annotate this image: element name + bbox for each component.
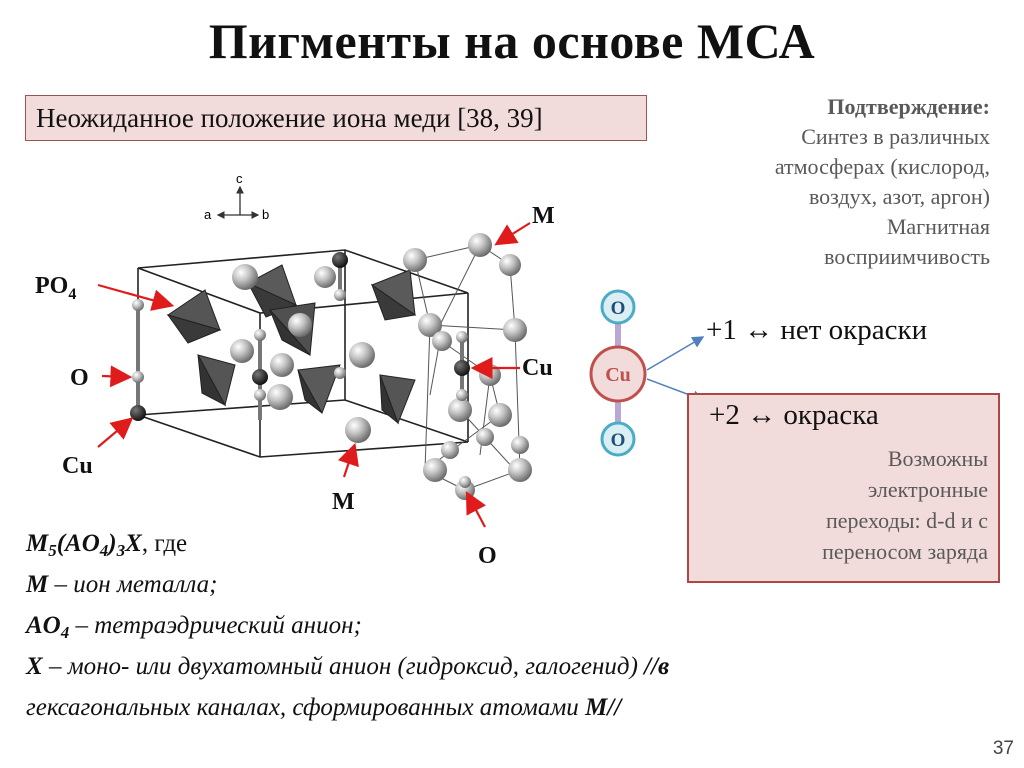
- confirmation-line: Магнитная: [886, 214, 990, 239]
- copper-atoms: [130, 252, 470, 421]
- o-label-left: O: [70, 365, 89, 391]
- cu-label-right: Cu: [522, 355, 553, 381]
- oxygen-top-atom: [600, 289, 636, 325]
- axis-b-label: b: [262, 207, 269, 222]
- formula-line-ao4: AO4 – тетраэдрический анион;: [26, 612, 362, 642]
- o-label-bottom: O: [478, 543, 497, 569]
- confirmation-block: Подтверждение: Синтез в различных атмосф…: [700, 92, 990, 272]
- plus2-state: +2 ↔ окраска: [709, 399, 879, 431]
- annotation-arrows: [97, 222, 531, 528]
- po4-label: PO4: [35, 273, 76, 303]
- formula-line-channels: гексагональных каналах, сформированных а…: [26, 694, 622, 721]
- plus2-box: +2 ↔ окраска Возможны электронные перехо…: [687, 393, 1000, 583]
- m-label-bottom: M: [332, 489, 355, 515]
- transitions-line: Возможны: [887, 446, 988, 471]
- transitions-line: переходы: d-d и с: [826, 508, 988, 533]
- finding-box: Неожиданное положение иона меди [38, 39]: [25, 95, 647, 141]
- cu-o-chain-diagram: O Cu O: [589, 289, 705, 457]
- copper-center-label: Cu: [605, 364, 631, 386]
- page-number: 37: [992, 738, 1014, 759]
- oxygen-atoms: [132, 289, 471, 488]
- crystal-structure-figure: c a b: [35, 171, 555, 569]
- oxygen-bottom-atom: [600, 421, 636, 457]
- plus1-state: +1 ↔ нет окраски: [706, 314, 928, 346]
- arrow-to-plus1: [646, 336, 705, 371]
- cu-label-bottom: Cu: [62, 453, 93, 479]
- axis-c-label: c: [236, 171, 243, 186]
- formula-line-m: M – ион металла;: [26, 571, 218, 598]
- confirmation-heading: Подтверждение:: [827, 94, 990, 119]
- formula-line-general: M5(AO4)3X, где: [26, 530, 188, 560]
- confirmation-line: атмосферах (кислород,: [774, 154, 990, 179]
- axes-indicator: [216, 185, 260, 219]
- slide-title: Пигменты на основе МСА: [208, 13, 816, 69]
- confirmation-line: восприимчивость: [824, 244, 990, 269]
- transitions-line: электронные: [867, 477, 988, 502]
- axis-a-label: a: [204, 207, 212, 222]
- unit-cell: [137, 249, 469, 458]
- confirmation-line: воздух, азот, аргон): [808, 184, 990, 209]
- tetrahedra: [166, 264, 417, 425]
- metal-atoms: [230, 233, 532, 500]
- formula-legend: M5(AO4)3X, где M – ион металла; AO4 – те…: [26, 523, 669, 728]
- confirmation-line: Синтез в различных: [801, 124, 990, 149]
- formula-line-x: X – моно- или двухатомный анион (гидрокс…: [26, 653, 670, 680]
- transitions-line: переносом заряда: [822, 539, 988, 564]
- transitions-text: Возможны электронные переходы: d-d и с п…: [748, 443, 988, 567]
- m-label-top: M: [532, 203, 555, 229]
- oxygen-top-label: O: [611, 298, 626, 319]
- oxygen-bottom-label: O: [611, 430, 626, 451]
- copper-center-atom: [589, 345, 647, 403]
